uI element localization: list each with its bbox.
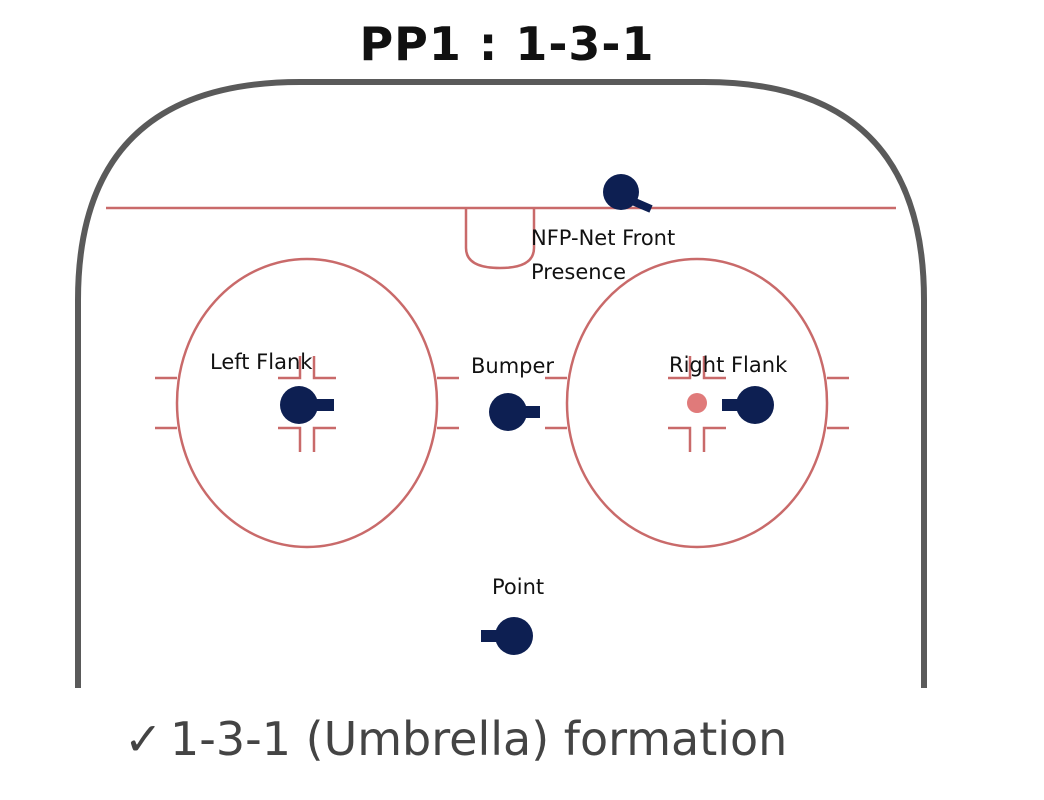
goal-crease [464,208,536,270]
rink-boards [75,79,927,688]
label-nfp-line2: Presence [531,260,626,284]
player-nfp [603,174,653,213]
label-right-flank: Right Flank [669,353,788,377]
diagram-title: PP1 : 1-3-1 [359,17,654,71]
right-faceoff-circle [545,257,849,549]
label-point: Point [492,575,544,599]
left-faceoff-circle [155,257,459,549]
label-bumper: Bumper [471,354,554,378]
player-left-flank [280,386,334,424]
player-right-flank [722,386,774,424]
label-nfp-line1: NFP-Net Front [531,226,675,250]
caption-check-icon: ✓ [124,712,163,766]
player-bumper [489,393,540,431]
faceoff-dot [687,393,707,413]
player-point [481,617,533,655]
caption-text: 1-3-1 (Umbrella) formation [170,712,787,766]
label-left-flank: Left Flank [210,350,313,374]
